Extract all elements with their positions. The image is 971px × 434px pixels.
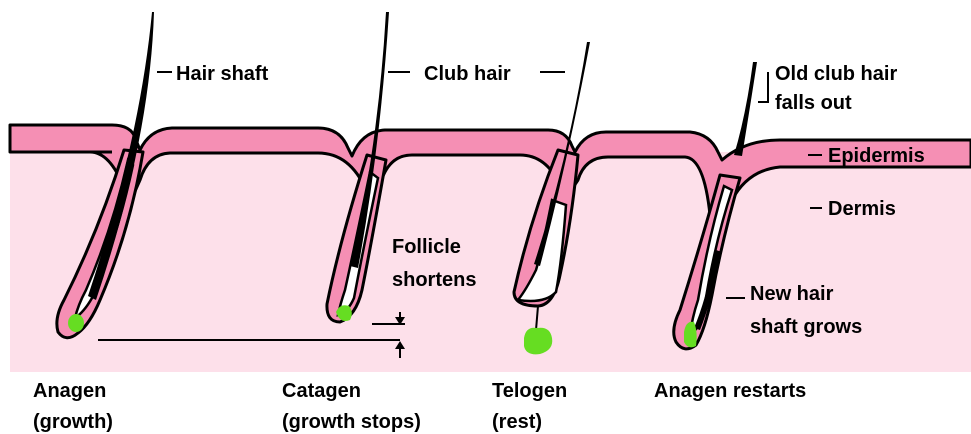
dermal-papilla	[68, 314, 84, 332]
label-epidermis: Epidermis	[828, 145, 925, 167]
label-shaft-grows: shaft grows	[750, 316, 862, 338]
stage-name-anagen-restarts: Anagen restarts	[654, 380, 806, 402]
stage-note-anagen: (growth)	[33, 411, 113, 433]
stage-note-telogen: (rest)	[492, 411, 542, 433]
label-old-club-hair: Old club hair	[775, 63, 897, 85]
stage-name-catagen: Catagen	[282, 380, 361, 402]
stage-name-telogen: Telogen	[492, 380, 567, 402]
label-follicle: Follicle	[392, 236, 461, 258]
label-dermis: Dermis	[828, 198, 896, 220]
label-hair-shaft: Hair shaft	[176, 63, 269, 85]
label-shortens: shortens	[392, 269, 476, 291]
label-club-hair: Club hair	[424, 63, 511, 85]
label-falls-out: falls out	[775, 92, 852, 114]
stage-note-catagen: (growth stops)	[282, 411, 421, 433]
stage-name-anagen: Anagen	[33, 380, 106, 402]
label-new-hair: New hair	[750, 283, 834, 305]
